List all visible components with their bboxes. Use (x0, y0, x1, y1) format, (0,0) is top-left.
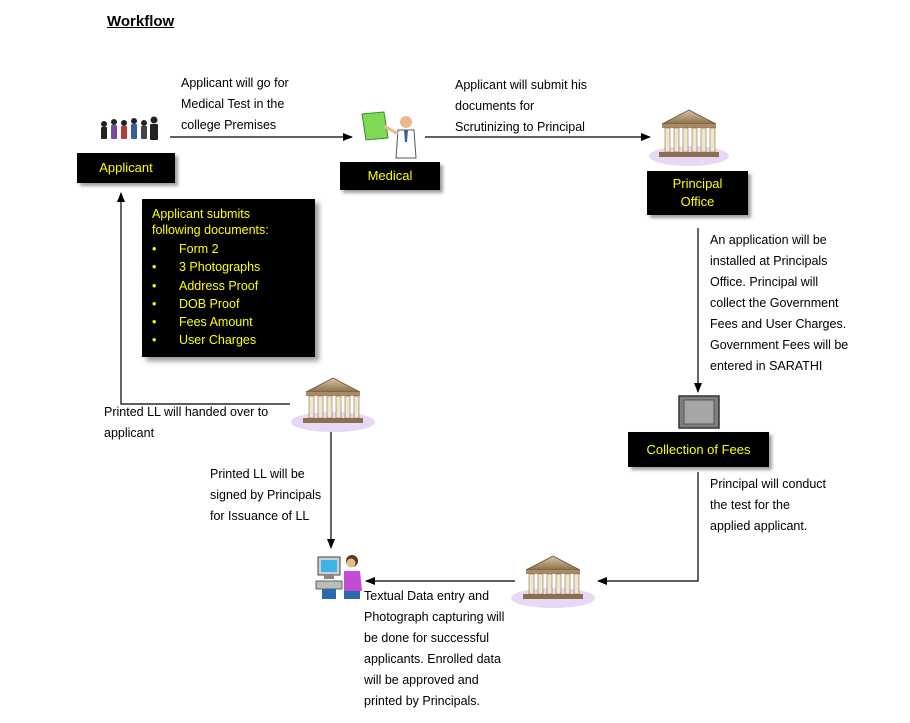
text-line: will be approved and (364, 673, 479, 687)
list-item: 3 Photographs (152, 258, 315, 277)
text-line: for Issuance of LL (210, 509, 310, 523)
collection-of-fees-label: Collection of Fees (646, 442, 751, 457)
text-line: Applicant will submit his (455, 78, 587, 92)
text-line: signed by Principals (210, 488, 322, 502)
text-line: be done for successful (364, 631, 490, 645)
arrow-collection-to-test (597, 472, 699, 585)
annotation-data-entry: Textual Data entry and Photograph captur… (364, 586, 504, 712)
text-line: Fees and User Charges. (710, 317, 847, 331)
text-line: documents for (455, 99, 535, 113)
collection-of-fees-node: Collection of Fees (628, 432, 769, 467)
principal-office-label-2: Office (680, 194, 715, 209)
annotation-medical-test: Applicant will go for Medical Test in th… (181, 73, 289, 136)
annotation-application-installed: An application will be installed at Prin… (710, 230, 848, 377)
annotation-conduct-test: Principal will conduct the test for the … (710, 474, 826, 537)
annotation-submit-documents: Applicant will submit his documents for … (455, 75, 587, 138)
text-line: applicant (104, 426, 155, 440)
text-line: Textual Data entry and (364, 589, 490, 603)
text-line: printed by Principals. (364, 694, 481, 708)
documents-heading-1: Applicant submits (152, 207, 250, 221)
text-line: collect the Government (710, 296, 839, 310)
documents-box: Applicant submits following documents: F… (142, 199, 315, 357)
text-line: Printed LL will handed over to (104, 405, 269, 419)
text-line: Government Fees will be (710, 338, 849, 352)
applicant-node: Applicant (77, 153, 175, 183)
text-line: Scrutinizing to Principal (455, 120, 585, 134)
list-item: DOB Proof (152, 295, 315, 314)
documents-list: Form 2 3 Photographs Address Proof DOB P… (152, 240, 315, 350)
text-line: entered in SARATHI (710, 359, 823, 373)
medical-label: Medical (367, 168, 413, 183)
people-group-icon (101, 116, 158, 140)
text-line: applied applicant. (710, 519, 808, 533)
annotation-signed-ll: Printed LL will be signed by Principals … (210, 464, 321, 527)
text-line: Medical Test in the (181, 97, 285, 111)
list-item: Address Proof (152, 277, 315, 296)
principal-office-node: Principal Office (647, 171, 748, 215)
building-icon-test (511, 555, 595, 608)
arrow-handover-to-applicant (117, 192, 290, 405)
applicant-label: Applicant (99, 160, 153, 175)
text-line: An application will be (710, 233, 827, 247)
computer-operator-icon (315, 555, 362, 599)
building-icon-signing (291, 377, 375, 432)
text-line: applicants. Enrolled data (364, 652, 501, 666)
text-line: Printed LL will be (210, 467, 305, 481)
documents-heading-2: following documents: (152, 223, 269, 237)
list-item: Fees Amount (152, 313, 315, 332)
list-item: User Charges (152, 331, 315, 350)
gray-square-icon (678, 395, 720, 429)
text-line: college Premises (181, 118, 277, 132)
principal-office-label-1: Principal (672, 176, 723, 191)
list-item: Form 2 (152, 240, 315, 259)
text-line: Applicant will go for (181, 76, 289, 90)
text-line: Office. Principal will (710, 275, 819, 289)
presenter-icon (361, 111, 417, 159)
text-line: the test for the (710, 498, 790, 512)
text-line: installed at Principals (710, 254, 828, 268)
text-line: Principal will conduct (710, 477, 827, 491)
building-icon-principal (649, 109, 729, 166)
annotation-handed-over: Printed LL will handed over to applicant (104, 402, 268, 444)
text-line: Photograph capturing will (364, 610, 505, 624)
page-title: Workflow (107, 13, 175, 30)
medical-node: Medical (340, 162, 440, 190)
